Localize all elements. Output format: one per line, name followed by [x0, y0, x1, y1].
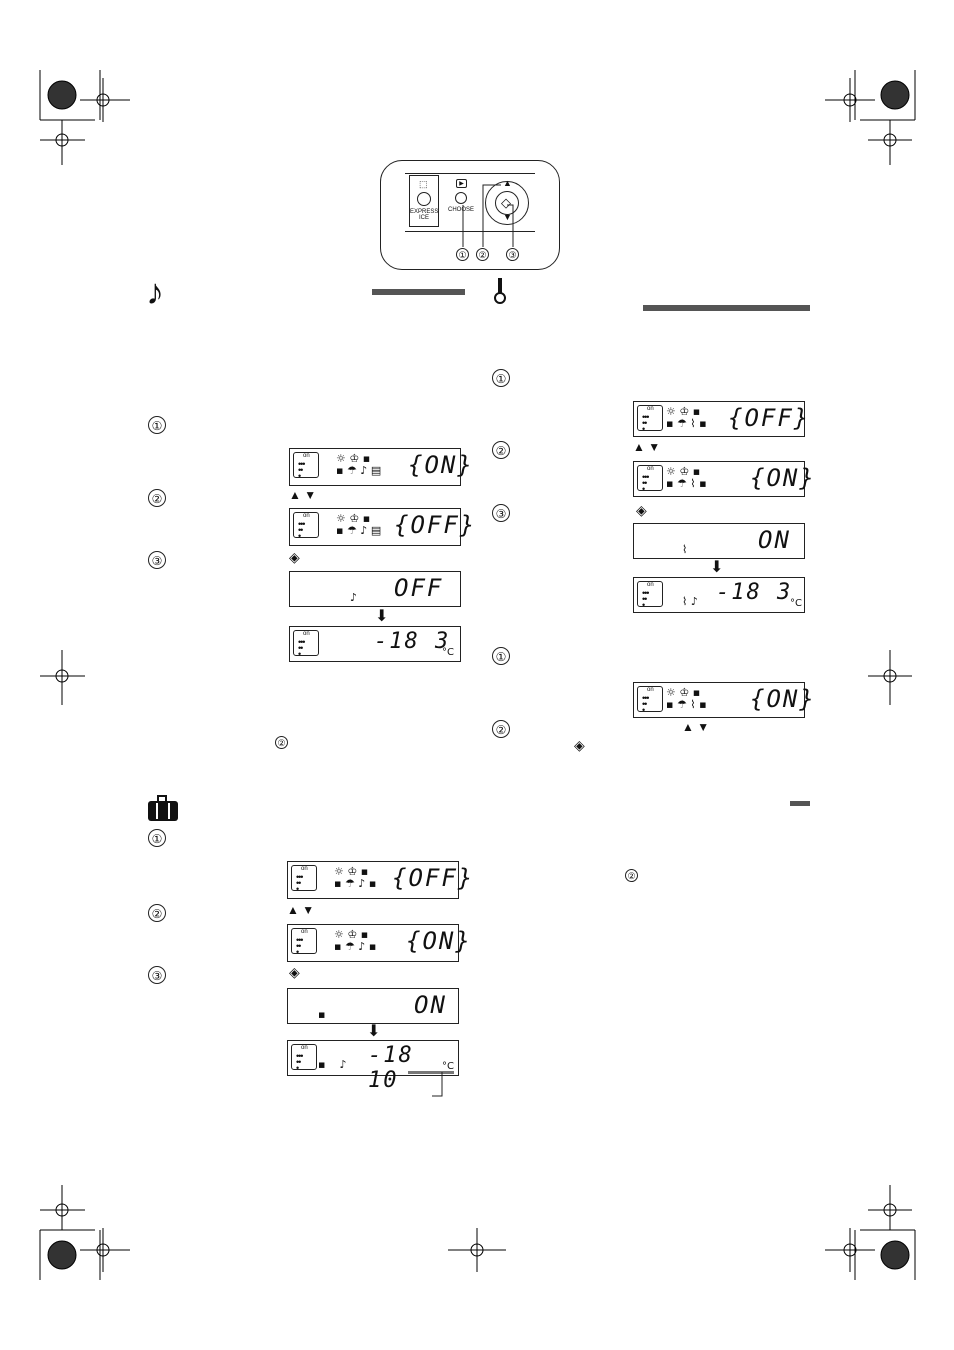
choose-label: CHOOSE [447, 207, 474, 213]
callout-line [432, 1072, 443, 1097]
step-2-marker: ② [492, 441, 510, 459]
down-block-arrow: ⬇ [710, 559, 724, 576]
callout-1: ① [456, 248, 469, 261]
lcd-value: {ON} [750, 685, 816, 713]
suitcase-icon: ▪ [318, 1008, 326, 1021]
lcd-temp: -18 3 [716, 580, 793, 605]
lcd-music-off: on••• •• • ☼ ♔ ▪▪ ☂ ♪ ▤ {OFF} [289, 508, 474, 546]
grape-icon: on••• •• • [293, 512, 319, 541]
lcd-vacation-confirm: ▪ ON [287, 988, 459, 1024]
updown-arrows: ▲ ▼ [682, 720, 710, 734]
lcd-value: {OFF} [394, 511, 477, 539]
step-1-marker: ① [148, 829, 166, 847]
step-2-reference: ② [275, 736, 288, 749]
updown-arrows: ▲ ▼ [289, 488, 317, 502]
enter-diamond-icon: ◈ [289, 964, 300, 980]
step-3-marker: ③ [148, 551, 166, 569]
lcd-thermo-off: on••• •• • ☼ ♔ ▪▪ ☂ ⌇ ▪ {OFF} [633, 401, 808, 437]
enter-diamond-icon: ◈ [289, 549, 300, 565]
lcd-thermo-confirm: ⌇ ON [633, 523, 805, 559]
choose-button[interactable]: ▶ CHOOSE [448, 179, 474, 225]
express-ice-label: EXPRESS ICE [410, 209, 439, 221]
thermometer-icon: ⌇ [682, 543, 688, 556]
grape-icon: on••• •• • [291, 928, 317, 957]
section-bar-small [790, 801, 810, 806]
control-panel-illustration: ⬚ EXPRESS ICE ▶ CHOOSE ▲ ▼ ◇ ① ② ③ [380, 160, 560, 270]
status-icons: ☼ ♔ ▪▪ ☂ ♪ ▤ [336, 512, 382, 537]
lcd-temp: -18 10 [368, 1043, 414, 1093]
lcd-value: {ON} [408, 451, 474, 479]
grape-icon: on••• •• • [637, 405, 663, 434]
lcd-value: ON [758, 526, 791, 554]
status-icons: ☼ ♔ ▪▪ ☂ ♪ ▪ [334, 865, 377, 890]
lcd-music-on: on••• •• • ☼ ♔ ▪▪ ☂ ♪ ▤ {ON} [289, 448, 472, 486]
lcd-thermo-result: on••• •• • ⌇ ♪ -18 3 °C [633, 577, 805, 613]
status-icons: ⌇ ♪ [682, 595, 698, 608]
lcd-value: {OFF} [728, 404, 811, 432]
music-note-icon: ♪ [146, 271, 164, 312]
callout-3: ③ [506, 248, 519, 261]
lcd-vacation-result: on••• •• • ▪ ♪ -18 10 °C [287, 1040, 459, 1093]
enter-diamond-icon: ◇ [501, 195, 511, 210]
status-icons: ☼ ♔ ▪▪ ☂ ⌇ ▪ [666, 465, 707, 490]
down-block-arrow: ⬇ [367, 1023, 381, 1040]
step-3-marker: ③ [492, 504, 510, 522]
lcd-value: {OFF} [392, 864, 475, 892]
section-bar-music [372, 289, 465, 295]
grape-icon: on••• •• • [637, 686, 663, 715]
enter-diamond-icon: ◈ [574, 737, 585, 753]
nav-dial[interactable]: ▲ ▼ ◇ [485, 178, 529, 225]
grape-icon: on••• •• • [293, 630, 319, 659]
grape-icon: on••• •• • [293, 452, 319, 481]
step-2-reference: ② [625, 869, 638, 882]
grape-icon: on••• •• • [637, 581, 663, 610]
down-arrow-icon: ▼ [503, 212, 512, 222]
down-block-arrow: ⬇ [375, 608, 389, 625]
lcd-unit: °C [442, 647, 454, 658]
lcd-thermo-on: on••• •• • ☼ ♔ ▪▪ ☂ ⌇ ▪ {ON} [633, 461, 814, 497]
thermometer-icon [492, 278, 508, 308]
step-3-marker: ③ [148, 966, 166, 984]
step-2-marker: ② [148, 904, 166, 922]
lcd-vacation-on: on••• •• • ☼ ♔ ▪▪ ☂ ♪ ▪ {ON} [287, 924, 470, 962]
lcd-unit: °C [790, 598, 802, 609]
status-icons: ☼ ♔ ▪▪ ☂ ♪ ▪ [334, 928, 377, 953]
status-icons: ☼ ♔ ▪▪ ☂ ♪ ▤ [336, 452, 382, 477]
callout-2: ② [476, 248, 489, 261]
lcd-thermo-on-2: on••• •• • ☼ ♔ ▪▪ ☂ ⌇ ▪ {ON} [633, 682, 814, 718]
status-icons: ☼ ♔ ▪▪ ☂ ⌇ ▪ [666, 686, 707, 711]
lcd-value: ON [414, 991, 447, 1019]
lcd-vacation-off: on••• •• • ☼ ♔ ▪▪ ☂ ♪ ▪ {OFF} [287, 861, 472, 899]
music-note-icon: ♪ [350, 591, 358, 604]
lcd-music-confirm: ♪ OFF [289, 571, 461, 607]
grape-icon: on••• •• • [291, 865, 317, 894]
step-1-marker: ① [492, 369, 510, 387]
enter-diamond-icon: ◈ [636, 502, 647, 518]
step-2-marker: ② [492, 720, 510, 738]
step-1-marker: ① [492, 647, 510, 665]
step-1-marker: ① [148, 416, 166, 434]
lcd-value: {ON} [406, 927, 472, 955]
express-ice-button[interactable]: ⬚ EXPRESS ICE [409, 175, 439, 227]
grape-icon: on••• •• • [637, 465, 663, 494]
step-2-marker: ② [148, 489, 166, 507]
suitcase-icon [148, 795, 178, 821]
lcd-value: OFF [394, 574, 444, 602]
grape-icon: on••• •• • [291, 1044, 317, 1073]
lcd-unit: °C [442, 1061, 454, 1072]
ice-cube-icon: ⬚ [419, 179, 428, 189]
lcd-temp: -18 3 [374, 629, 451, 654]
up-arrow-icon: ▲ [503, 178, 512, 188]
play-icon: ▶ [456, 179, 467, 188]
lcd-value: {ON} [750, 464, 816, 492]
status-icons: ☼ ♔ ▪▪ ☂ ⌇ ▪ [666, 405, 707, 430]
status-icons: ▪ ♪ [318, 1058, 347, 1071]
lcd-music-result: on••• •• • -18 3 °C [289, 626, 461, 662]
updown-arrows: ▲ ▼ [287, 903, 315, 917]
section-bar-thermo [643, 305, 810, 311]
updown-arrows: ▲ ▼ [633, 440, 661, 454]
